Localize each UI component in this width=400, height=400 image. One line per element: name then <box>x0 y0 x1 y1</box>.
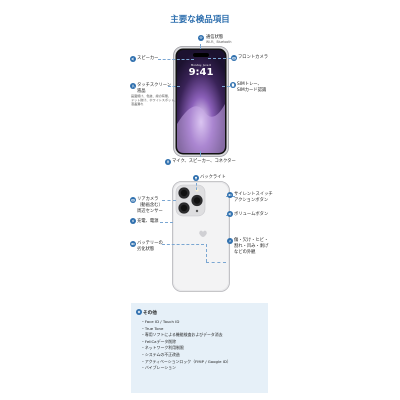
action-button-label: アクションボタン <box>234 198 269 203</box>
sim-icon <box>230 82 236 88</box>
rear-camera-label: リアカメラ <box>137 197 159 202</box>
other-title: その他 <box>143 311 157 316</box>
list-item: ・アクティベーションロック（FMiP / Google ID） <box>141 358 231 364</box>
lock-screen-time: 9:41 <box>188 67 214 78</box>
silent-switch-label: サイレントスイッチ <box>234 192 273 197</box>
bolt-icon <box>130 218 136 224</box>
other-items-list: ・Face ID / Touch ID ・True Tone ・専用ソフトによる… <box>141 319 231 372</box>
lock-screen-date: Monday, June 6 <box>190 64 211 67</box>
touch-icon <box>130 83 136 89</box>
sensor-label: 周辺センサー <box>137 209 163 214</box>
light-icon <box>193 175 199 181</box>
list-item: ・専用ソフトによる機能検査およびデータ消去 <box>141 332 223 338</box>
volume-button-label: ボリュームボタン <box>234 212 269 217</box>
front-camera-label: フロントカメラ <box>238 55 269 60</box>
rear-camera-video-label: （動画含む） <box>137 203 163 208</box>
sim-card-label: SIMカード認識 <box>237 88 267 93</box>
scratch-icon <box>227 238 233 244</box>
other-items-panel: その他 ・Face ID / Touch ID ・True Tone ・専用ソフ… <box>131 303 268 393</box>
damage-label-3: などの外観 <box>234 250 256 255</box>
battery-degradation-label: 劣化状態 <box>137 247 155 252</box>
battery-icon <box>130 241 136 247</box>
volume-icon <box>227 211 233 217</box>
speaker-label: スピーカー <box>137 56 159 61</box>
list-item: ・True Tone <box>141 325 164 331</box>
list-item: ・バイブレーション <box>141 365 176 371</box>
wifi-icon <box>198 35 204 41</box>
communication-label: 通信状態 <box>206 35 224 40</box>
lcd-label: 液晶 <box>137 89 146 94</box>
touchscreen-label: タッチスクリーン <box>137 83 172 88</box>
list-item: ・ネットワーク利用制限 <box>141 345 184 351</box>
camera-icon <box>231 55 237 61</box>
list-item: ・システムの不正改造 <box>141 351 180 357</box>
camera-icon <box>130 197 136 203</box>
gear-icon <box>136 309 142 315</box>
damage-label-1: 傷・欠け・ヒビ・ <box>234 238 269 243</box>
communication-sub-label: Wi-Fi、Bluetooth <box>206 40 232 44</box>
sim-tray-label: SIMトレー、 <box>237 82 262 87</box>
list-item: ・FeliCaデータ削除 <box>141 338 177 344</box>
page-title: 主要な検品項目 <box>170 15 230 25</box>
mic-icon <box>165 159 171 165</box>
phone-front: Monday, June 6 9:41 <box>173 46 229 157</box>
speaker-icon <box>130 56 136 62</box>
switch-icon <box>227 192 233 198</box>
damage-label-2: 割れ・凹み・剥げ <box>234 244 269 249</box>
list-item: ・Face ID / Touch ID <box>141 319 180 324</box>
charge-power-label: 充電、電源 <box>137 219 159 224</box>
back-light-label: バックライト <box>200 175 226 180</box>
lcd-note: 画面焼け、色抜、線の有無、 ドット抜け、ホワイトスポット、 液晶漏れ <box>131 94 178 106</box>
bottom-parts-label: マイク、スピーカー、コネクター <box>172 159 236 164</box>
battery-label: バッテリーの <box>137 241 163 246</box>
phone-back <box>172 181 230 292</box>
